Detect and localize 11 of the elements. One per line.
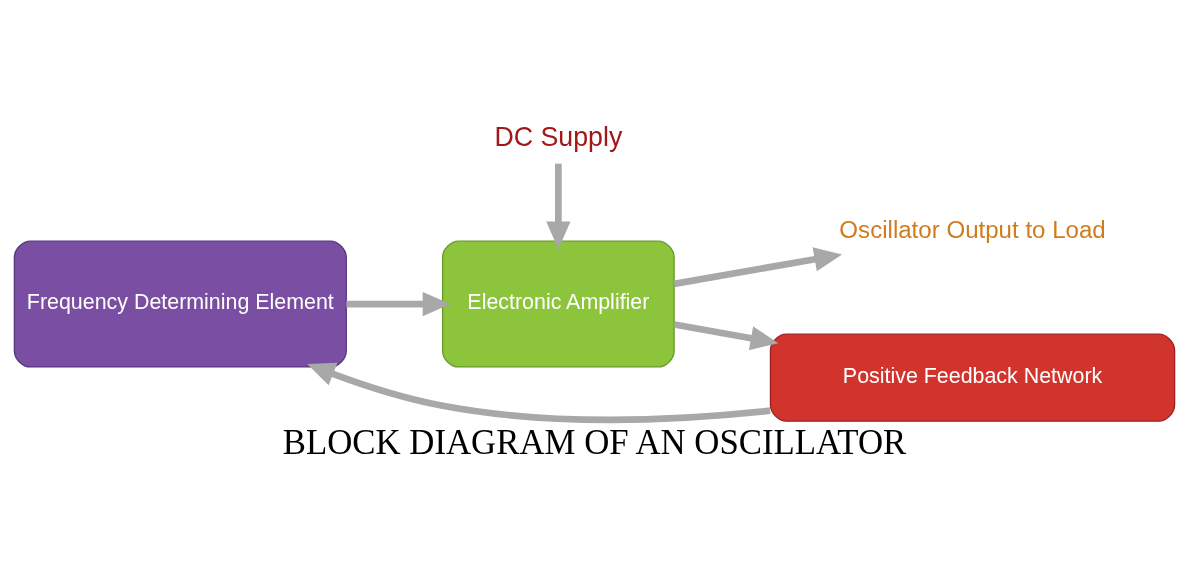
arrow xyxy=(346,291,451,317)
node-box: Electronic Amplifier xyxy=(441,240,675,368)
arrow xyxy=(673,247,843,288)
caption: BLOCK DIAGRAM OF AN OSCILLATOR xyxy=(282,423,907,463)
node-text: DC Supply xyxy=(494,122,623,153)
node-box: Positive Feedback Network xyxy=(769,333,1176,422)
arrow xyxy=(307,362,771,424)
node-text: Oscillator Output to Load xyxy=(839,215,1106,243)
node-box: Frequency Determining Element xyxy=(13,240,347,368)
arrow xyxy=(673,321,779,351)
arrow xyxy=(546,163,571,250)
